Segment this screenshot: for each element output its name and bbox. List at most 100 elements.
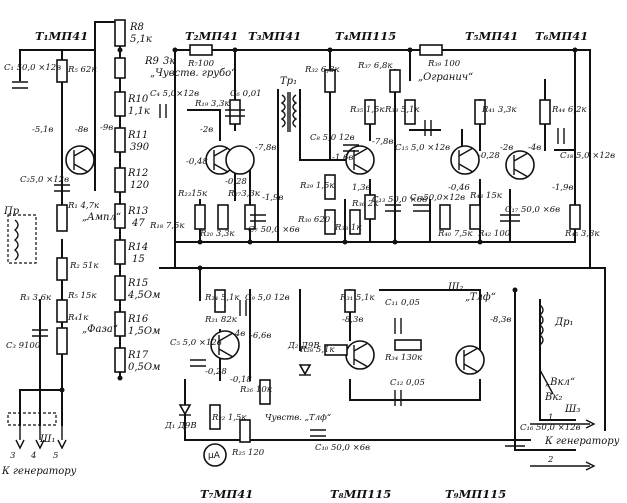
label-t9: T₉МП115 bbox=[445, 487, 506, 501]
label-c6: C₆ 0,01 bbox=[230, 89, 262, 99]
label-sh2: Ш₂ bbox=[447, 282, 463, 293]
voltage-label: -8в bbox=[75, 125, 88, 135]
label-t2: T₂МП41 bbox=[185, 29, 238, 43]
label-r38: R₃₈ 5,1к bbox=[384, 105, 420, 115]
label-c1: C₁ 50,0 ×12в bbox=[4, 63, 61, 73]
pin-label-2: 2 bbox=[547, 455, 553, 465]
label-r19: R₁₉ 3,3к bbox=[194, 99, 230, 109]
label-r34: R₃₄ 130к bbox=[384, 353, 423, 363]
attenuator-labels: R8 5,1к R9 3к R10 1,1к R11 390 R12 120 R… bbox=[127, 22, 175, 373]
label-c14: C₁₄50,0×12в bbox=[410, 193, 465, 203]
label-t1: T₁МП41 bbox=[35, 29, 88, 43]
voltage-label: -0,46 bbox=[448, 183, 470, 193]
value-r12: 120 bbox=[130, 180, 150, 191]
label-r42: R₄₂ 100 bbox=[477, 229, 511, 239]
label-tlf: „Tлф“ bbox=[465, 292, 496, 303]
label-r10: R10 bbox=[127, 94, 149, 105]
label-c15: C₁₅ 5,0 ×12в bbox=[395, 143, 450, 153]
label-r23: R₂₃15к bbox=[177, 189, 208, 199]
resistor-bodies bbox=[56, 19, 581, 443]
label-pr: Пр bbox=[3, 206, 20, 217]
label-chuvstv-tlf: Чувств. „Tлф“ bbox=[265, 412, 332, 423]
label-c5: C₅ 5,0 ×12в bbox=[170, 338, 222, 348]
voltage-label: -7,8в bbox=[255, 143, 276, 153]
label-c8: C₈ 5,0 12в bbox=[310, 133, 355, 143]
label-c7: C₇ 50,0 ×6в bbox=[248, 225, 300, 235]
voltage-label: -9в bbox=[100, 123, 113, 133]
component-labels: C₁ 50,0 ×12в R₅ 62к C₂5,0 ×12в R₁ 4,7к R… bbox=[3, 59, 615, 458]
misc-symbols bbox=[7, 47, 596, 471]
label-r24: R₂₄ 5,1к bbox=[204, 293, 240, 303]
voltage-label: 1,3в bbox=[352, 183, 371, 193]
label-sh3: Ш₃ bbox=[564, 404, 580, 415]
label-sh1: Ш₁ bbox=[39, 434, 55, 445]
label-r15: R15 bbox=[127, 278, 148, 289]
voltage-label: -0,28 bbox=[478, 151, 500, 161]
label-c2: C₂5,0 ×12в bbox=[20, 175, 69, 185]
label-c4: C₄ 5,0×12в bbox=[150, 89, 199, 99]
value-r9: 3к bbox=[163, 56, 175, 67]
label-r41: R₄₁ 3,3к bbox=[481, 105, 517, 115]
voltage-label: -4в bbox=[528, 143, 541, 153]
label-t4: T₄МП115 bbox=[335, 29, 396, 43]
label-microammeter: μA bbox=[208, 451, 221, 461]
label-to-generator-left: К генератору bbox=[1, 466, 77, 477]
label-r14: R14 bbox=[127, 242, 148, 253]
label-r18: R₁₈ 7,5к bbox=[149, 221, 185, 231]
voltage-label: -5,1в bbox=[32, 125, 53, 135]
label-faza: „Фаза“ bbox=[82, 324, 118, 335]
value-r16: 1,5Ом bbox=[128, 326, 160, 337]
capacitor-plates bbox=[12, 81, 565, 447]
voltage-label: -4в bbox=[232, 329, 245, 339]
label-r26: R₂₆ 10к bbox=[239, 385, 273, 395]
label-r30: R₃₀ 620 bbox=[297, 215, 331, 225]
label-c13: C₁₃ 50,0 ×6в bbox=[372, 195, 427, 205]
label-r37: R₃₇ 6,8к bbox=[357, 61, 393, 71]
label-ampl: „Ампл“ bbox=[82, 212, 121, 223]
label-t8: T₈МП115 bbox=[330, 487, 391, 501]
label-r12: R12 bbox=[127, 168, 148, 179]
control-labels: „Ампл“ „Фаза“ „Чувств. грубо“ „Огранич“ … bbox=[82, 68, 575, 423]
label-r44: R₄₄ 6,2к bbox=[551, 105, 587, 115]
label-r8: R8 bbox=[129, 22, 144, 33]
voltage-label: -1,6в bbox=[332, 153, 353, 163]
voltage-label: -1,9в bbox=[262, 193, 283, 203]
label-t6: T₆МП41 bbox=[535, 29, 588, 43]
label-c16: C₁₆ 50,0 ×12в bbox=[520, 423, 581, 433]
voltage-label: -0,18 bbox=[230, 375, 252, 385]
label-c9: C₉ 5,0 12в bbox=[245, 293, 290, 303]
label-chuvstv-grubo: „Чувств. грубо“ bbox=[150, 68, 236, 79]
value-r10: 1,1к bbox=[128, 106, 150, 117]
voltage-label: -0,28 bbox=[205, 367, 227, 377]
voltage-label: -6,6в bbox=[250, 331, 271, 341]
label-dr1: Др₁ bbox=[554, 317, 574, 328]
label-r13: R13 bbox=[127, 206, 148, 217]
voltage-label: -1,9в bbox=[552, 183, 573, 193]
label-ogranich: „Огранич“ bbox=[418, 72, 473, 83]
generator-labels: К генератору К генератору 3 4 5 1 2 μA bbox=[1, 413, 620, 477]
label-c3: C₃ 9100 bbox=[6, 341, 41, 351]
label-r3: R₃ 3,6к bbox=[19, 293, 52, 303]
label-c17: C₁₇ 50,0 ×6в bbox=[505, 205, 560, 215]
voltage-labels: -5,1в -8в -9в -0,48 -0,28 -2в -7,8в -1,9… bbox=[32, 123, 573, 385]
label-r4: R₄1к bbox=[67, 313, 89, 323]
label-t5: T₅МП41 bbox=[465, 29, 518, 43]
label-to-generator-right: К генератору bbox=[544, 436, 620, 447]
label-r27: R₂₇3,3к bbox=[227, 189, 261, 199]
label-t3: T₃МП41 bbox=[248, 29, 301, 43]
transistor-labels: T₁МП41 T₂МП41 T₃МП41 T₄МП115 T₅МП41 T₆МП… bbox=[35, 29, 588, 501]
label-c10: C₁₀ 50,0 ×6в bbox=[315, 443, 370, 453]
voltage-label: -2в bbox=[500, 143, 513, 153]
label-r5: R₅ 62к bbox=[67, 65, 97, 75]
label-r32: R₃₂ 6,8к bbox=[304, 65, 340, 75]
label-r25: R₂₅ 120 bbox=[231, 448, 265, 458]
value-r8: 5,1к bbox=[130, 34, 152, 45]
label-c18: C₁₈ 5,0 ×12в bbox=[560, 151, 615, 161]
voltage-label: -0,28 bbox=[225, 177, 247, 187]
label-d2: Д₂ Д9В bbox=[287, 341, 320, 351]
label-vk2: Вк₂ bbox=[544, 392, 562, 403]
label-c12: C₁₂ 0,05 bbox=[390, 378, 425, 388]
label-d1: Д₁ Д9В bbox=[164, 421, 197, 431]
pin-label-3: 3 bbox=[10, 451, 15, 461]
voltage-label: -7,8в bbox=[372, 137, 393, 147]
